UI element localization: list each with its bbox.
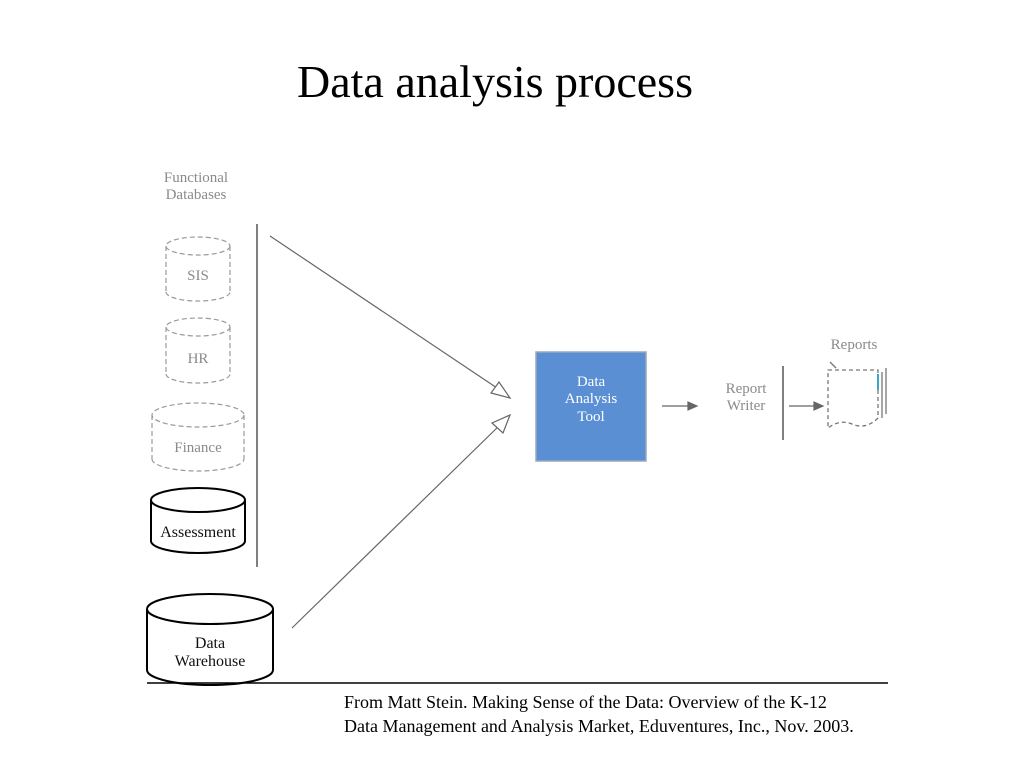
citation-line-2: Data Management and Analysis Market, Edu… — [344, 716, 854, 737]
functional-databases-heading: Functional Databases — [163, 170, 229, 204]
data-analysis-tool-label: Data Analysis Tool — [564, 374, 618, 425]
arrow-report-writer-to-reports — [789, 401, 825, 411]
citation: From Matt Stein. Making Sense of the Dat… — [344, 690, 1014, 739]
hr-database-cylinder — [165, 317, 231, 384]
assessment-database-cylinder — [150, 487, 246, 554]
citation-line-1: From Matt Stein. Making Sense of the Dat… — [344, 692, 827, 712]
data-analysis-tool-box — [535, 351, 647, 462]
hr-label: HR — [187, 351, 209, 367]
data-warehouse-cylinder — [146, 593, 274, 686]
sis-database-cylinder — [165, 236, 231, 302]
finance-label: Finance — [174, 440, 222, 456]
reports-document-icon — [827, 361, 887, 430]
finance-database-cylinder — [151, 402, 245, 472]
arrow-tool-to-report-writer — [662, 401, 699, 411]
reports-label: Reports — [830, 337, 878, 353]
page-title: Data analysis process — [297, 56, 693, 107]
arrow-warehouse-to-tool — [291, 413, 512, 629]
data-warehouse-label: Data Warehouse — [174, 635, 246, 671]
report-writer-label: Report Writer — [725, 381, 767, 415]
assessment-label: Assessment — [160, 524, 236, 541]
sis-label: SIS — [187, 268, 209, 284]
arrow-databases-to-tool — [269, 235, 512, 399]
